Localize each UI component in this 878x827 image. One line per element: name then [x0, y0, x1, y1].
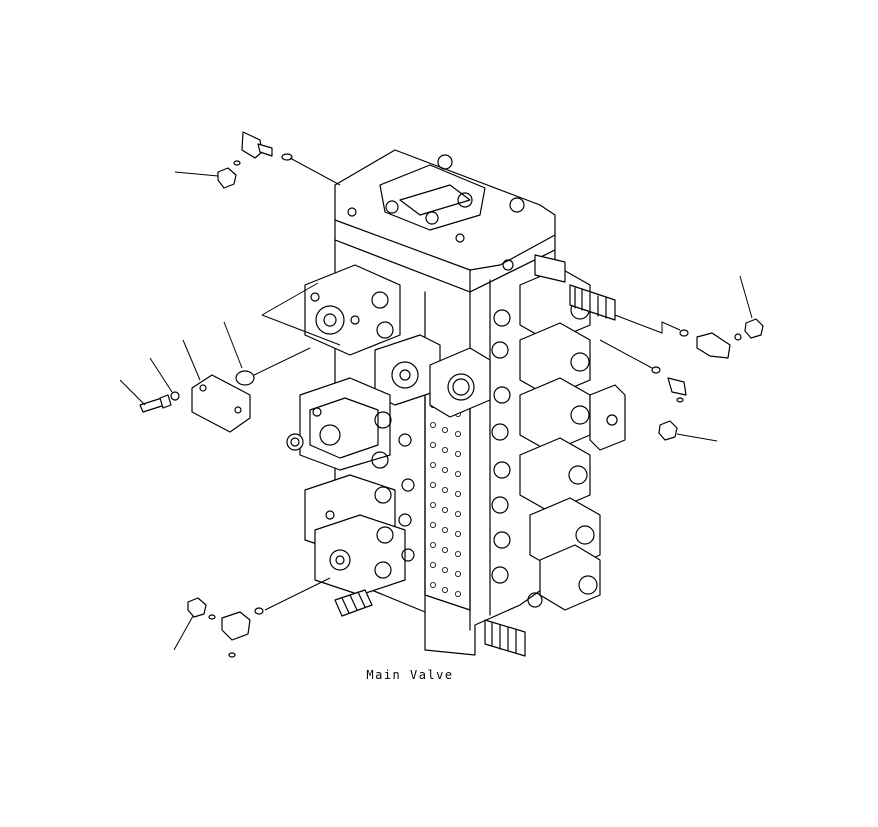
hex-bolt	[139, 394, 172, 413]
top-left-elbow-fitting	[241, 131, 273, 159]
left-section-covers	[299, 264, 441, 596]
leader-lines	[119, 157, 753, 651]
cover-o-ring	[235, 370, 255, 386]
right-elbow-fitting	[696, 332, 731, 359]
washer	[170, 391, 180, 401]
bottom-left-elbow-fitting	[221, 611, 251, 641]
right-o-rings	[651, 329, 742, 403]
right-lower-nut	[658, 420, 678, 441]
top-left-nut	[217, 167, 237, 189]
cover-plate	[191, 374, 251, 433]
right-straight-fitting	[667, 377, 687, 396]
bottom-left-nut	[187, 597, 207, 618]
top-left-o-ring	[233, 153, 293, 166]
outlet-flange-block	[429, 347, 491, 418]
bottom-left-port-plug	[334, 589, 373, 617]
bottom-left-o-rings	[208, 607, 264, 658]
left-port-plug	[286, 433, 304, 451]
diagram-caption: Main Valve	[366, 668, 454, 682]
lower-relief-valve	[484, 619, 526, 657]
right-upper-nut	[744, 318, 764, 339]
upper-relief-valve	[534, 254, 616, 321]
